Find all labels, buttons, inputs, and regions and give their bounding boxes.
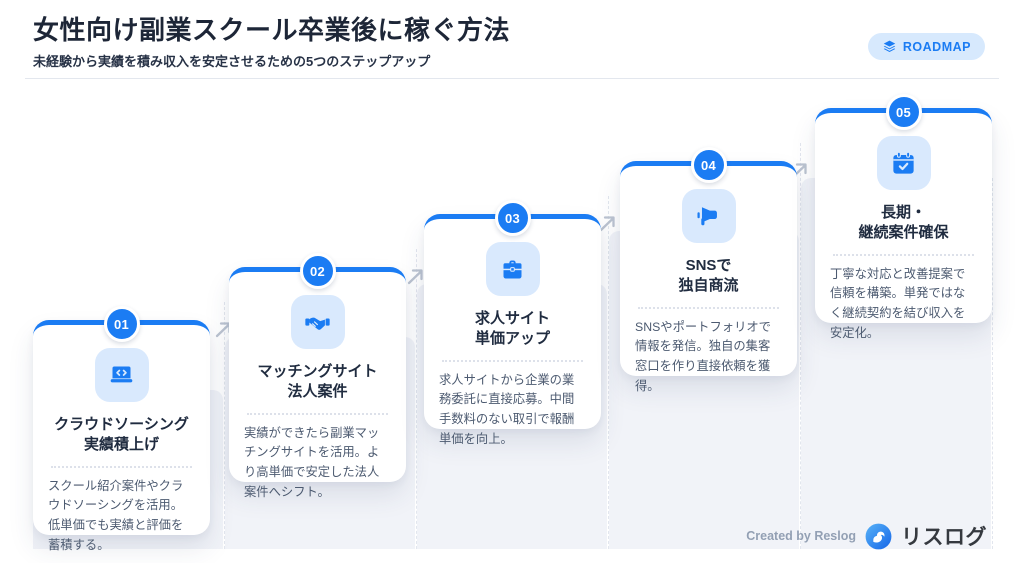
- title-divider: [247, 412, 388, 415]
- step-description: スクール紹介案件やクラウドソーシングを活用。低単価でも実績と評価を蓄積する。: [48, 478, 184, 553]
- step-number-badge: 05: [885, 94, 922, 130]
- column-divider: [224, 302, 225, 549]
- title-divider: [833, 253, 974, 256]
- step-icon-tile: [876, 136, 931, 190]
- step-icon-tile: [681, 189, 736, 243]
- column-divider: [608, 196, 609, 549]
- step-icon-tile: [485, 242, 540, 296]
- step-title: SNSで 独自商流: [678, 257, 739, 295]
- laptop-code-icon: [108, 362, 135, 389]
- step-number: 04: [700, 157, 717, 173]
- step-number-badge: 01: [103, 306, 140, 342]
- step-title: クラウドソーシング 実績積上げ: [54, 416, 189, 454]
- step-title: 求人サイト 単価アップ: [474, 310, 550, 348]
- footer: Created by Reslog リスログ: [746, 521, 987, 551]
- step-card: 04 SNSで 独自商流 SNSやポートフォリオで情報を発信。独自の集客窓口を作…: [620, 147, 797, 393]
- column-divider: [800, 143, 801, 549]
- step-number: 05: [895, 104, 912, 120]
- title-divider: [638, 306, 779, 309]
- page-title: 女性向け副業スクール卒業後に稼ぐ方法: [33, 15, 511, 45]
- step-description: 実績ができたら副業マッチングサイトを活用。より高単価で安定した法人案件へシフト。: [244, 425, 380, 500]
- step-card: 05 長期・ 継続案件確保 丁寧な対応と改善提案で信頼を構築。単発ではなく継続契…: [815, 94, 992, 340]
- squirrel-logo-icon: [865, 523, 892, 550]
- step-number-badge: 04: [690, 147, 727, 183]
- step-title: マッチングサイト 法人案件: [257, 363, 378, 401]
- step-title: 長期・ 継続案件確保: [858, 204, 949, 242]
- handshake-icon: [304, 309, 331, 336]
- step-number: 03: [504, 210, 521, 226]
- roadmap-badge-label: ROADMAP: [902, 39, 971, 54]
- step-icon-tile: [290, 295, 345, 349]
- column-divider: [992, 178, 993, 549]
- step-icon-tile: [94, 348, 149, 402]
- step-description: 求人サイトから企業の業務委託に直接応募。中間手数料のない取引で報酬単価を向上。: [439, 372, 575, 447]
- next-step-arrow-icon: [596, 212, 620, 236]
- step-number-badge: 03: [494, 200, 531, 236]
- roadmap-stage: 01 クラウドソーシング 実績積上げ スクール紹介案件やクラウドソーシングを活用…: [0, 79, 1024, 563]
- step-card: 02 マッチングサイト 法人案件 実績ができたら副業マッチングサイトを活用。より…: [229, 253, 406, 499]
- step-description: SNSやポートフォリオで情報を発信。独自の集客窓口を作り直接依頼を獲得。: [635, 319, 771, 394]
- column-divider: [416, 249, 417, 549]
- step-number-badge: 02: [299, 253, 336, 289]
- next-step-arrow-icon: [404, 265, 428, 289]
- step-number: 02: [309, 263, 326, 279]
- step-number: 01: [113, 316, 130, 332]
- title-divider: [442, 359, 583, 362]
- header-divider: [25, 78, 999, 79]
- roadmap-badge: ROADMAP: [867, 33, 985, 60]
- layers-icon: [883, 40, 896, 52]
- page-subtitle: 未経験から実績を積み収入を安定させるための5つのステップアップ: [33, 54, 431, 69]
- brand-name: リスログ: [901, 526, 987, 549]
- briefcase-icon: [499, 256, 526, 283]
- megaphone-icon: [695, 203, 722, 230]
- step-card: 01 クラウドソーシング 実績積上げ スクール紹介案件やクラウドソーシングを活用…: [33, 306, 210, 552]
- step-description: 丁寧な対応と改善提案で信頼を構築。単発ではなく継続契約を結び収入を安定化。: [830, 266, 966, 341]
- calendar-check-icon: [890, 150, 917, 177]
- credit-text: Created by Reslog: [746, 529, 856, 543]
- title-divider: [51, 465, 192, 468]
- step-card: 03 求人サイト 単価アップ 求人サイトから企業の業務委託に直接応募。中間手数料…: [424, 200, 601, 446]
